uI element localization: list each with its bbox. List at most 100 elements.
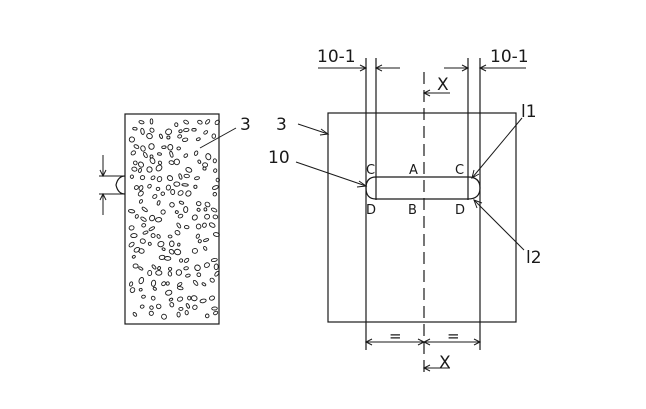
pebble	[176, 222, 182, 229]
pebble	[138, 287, 143, 292]
pebble	[185, 190, 192, 197]
label-l2: l2	[526, 248, 542, 268]
right-block-outline	[327, 112, 517, 323]
label-left-block: 3	[240, 115, 251, 135]
pebble	[204, 201, 211, 208]
label-c-right: C	[455, 163, 464, 178]
pebble	[152, 194, 158, 199]
pebble	[147, 241, 152, 246]
pebble	[212, 191, 218, 197]
pebble	[160, 191, 166, 196]
label-c-left: C	[366, 163, 375, 178]
pebble	[183, 173, 190, 179]
pebble	[132, 126, 138, 131]
pebble-texture	[127, 118, 220, 320]
pebble	[141, 223, 147, 228]
pebble	[155, 186, 161, 191]
pebble	[147, 269, 153, 277]
pebble	[166, 175, 174, 182]
pebble	[165, 289, 173, 296]
pebble	[199, 298, 207, 304]
pebble	[165, 184, 171, 191]
pebble	[129, 174, 134, 179]
pebble	[179, 258, 184, 263]
pebble	[134, 214, 139, 219]
equal-arrow-mid-right	[422, 338, 431, 346]
pebble	[177, 282, 183, 287]
pebble	[139, 304, 145, 309]
pebble	[213, 168, 218, 173]
pebble	[190, 295, 198, 302]
pebble	[161, 281, 167, 287]
pebble	[175, 269, 183, 276]
slot-leader-arrowhead	[356, 180, 368, 188]
left-block-notch	[115, 175, 126, 195]
pebble	[138, 120, 145, 125]
pebble	[129, 287, 136, 293]
pebble	[194, 176, 200, 181]
label-right-block: 3	[276, 115, 287, 135]
pebble	[169, 202, 175, 208]
label-a: A	[409, 163, 418, 178]
pebble	[181, 183, 189, 187]
pebble	[156, 234, 161, 239]
pebble	[211, 133, 217, 139]
label-l1: l1	[521, 102, 537, 122]
pebble	[146, 133, 153, 140]
pebble	[183, 119, 189, 125]
pebble	[181, 137, 189, 143]
pebble	[214, 119, 220, 126]
pebble	[185, 167, 193, 173]
pebble	[129, 281, 134, 287]
pebble	[128, 136, 135, 143]
pebble	[168, 160, 175, 165]
pebble	[169, 240, 175, 248]
l1-leader	[471, 117, 523, 179]
pebble	[176, 146, 181, 151]
pebble	[155, 164, 163, 172]
pebble	[193, 150, 199, 156]
pebble	[143, 151, 148, 159]
l2-leader-arrowhead	[473, 199, 483, 209]
pebble	[128, 225, 135, 231]
right-block-leader	[297, 123, 329, 135]
label-b: B	[408, 203, 417, 218]
pebble	[155, 217, 163, 223]
pebble	[147, 183, 152, 189]
pebble	[132, 263, 139, 269]
pebble	[150, 233, 156, 239]
pebble	[203, 238, 210, 243]
pebble	[212, 232, 220, 237]
pebble	[173, 158, 180, 166]
label-edge-left: 10-1	[317, 47, 356, 67]
pebble	[159, 133, 163, 139]
pebble	[214, 271, 220, 277]
pebble	[205, 153, 212, 161]
notch-arrowhead-top	[99, 169, 107, 178]
pebble	[148, 310, 154, 316]
pebble	[165, 281, 170, 286]
pebble	[155, 270, 163, 276]
pebble	[177, 242, 181, 247]
pebble	[195, 137, 201, 142]
pebble	[157, 160, 163, 165]
pebble	[157, 152, 162, 156]
pebble	[211, 306, 218, 311]
pebble	[138, 161, 144, 168]
pebble	[195, 233, 200, 239]
pebble	[138, 266, 144, 271]
pebble	[209, 277, 215, 283]
pebble	[193, 184, 198, 189]
pebble	[130, 150, 136, 156]
pebble	[149, 118, 154, 125]
pebble	[192, 279, 199, 286]
slot-leader	[295, 161, 367, 187]
pebble	[142, 230, 149, 235]
pebble	[174, 248, 182, 256]
pebble	[174, 122, 179, 128]
pebble	[212, 214, 219, 220]
pebble	[157, 240, 165, 248]
notch-arrowhead-bottom	[99, 192, 107, 201]
pebble	[148, 226, 155, 232]
pebble	[133, 144, 140, 149]
